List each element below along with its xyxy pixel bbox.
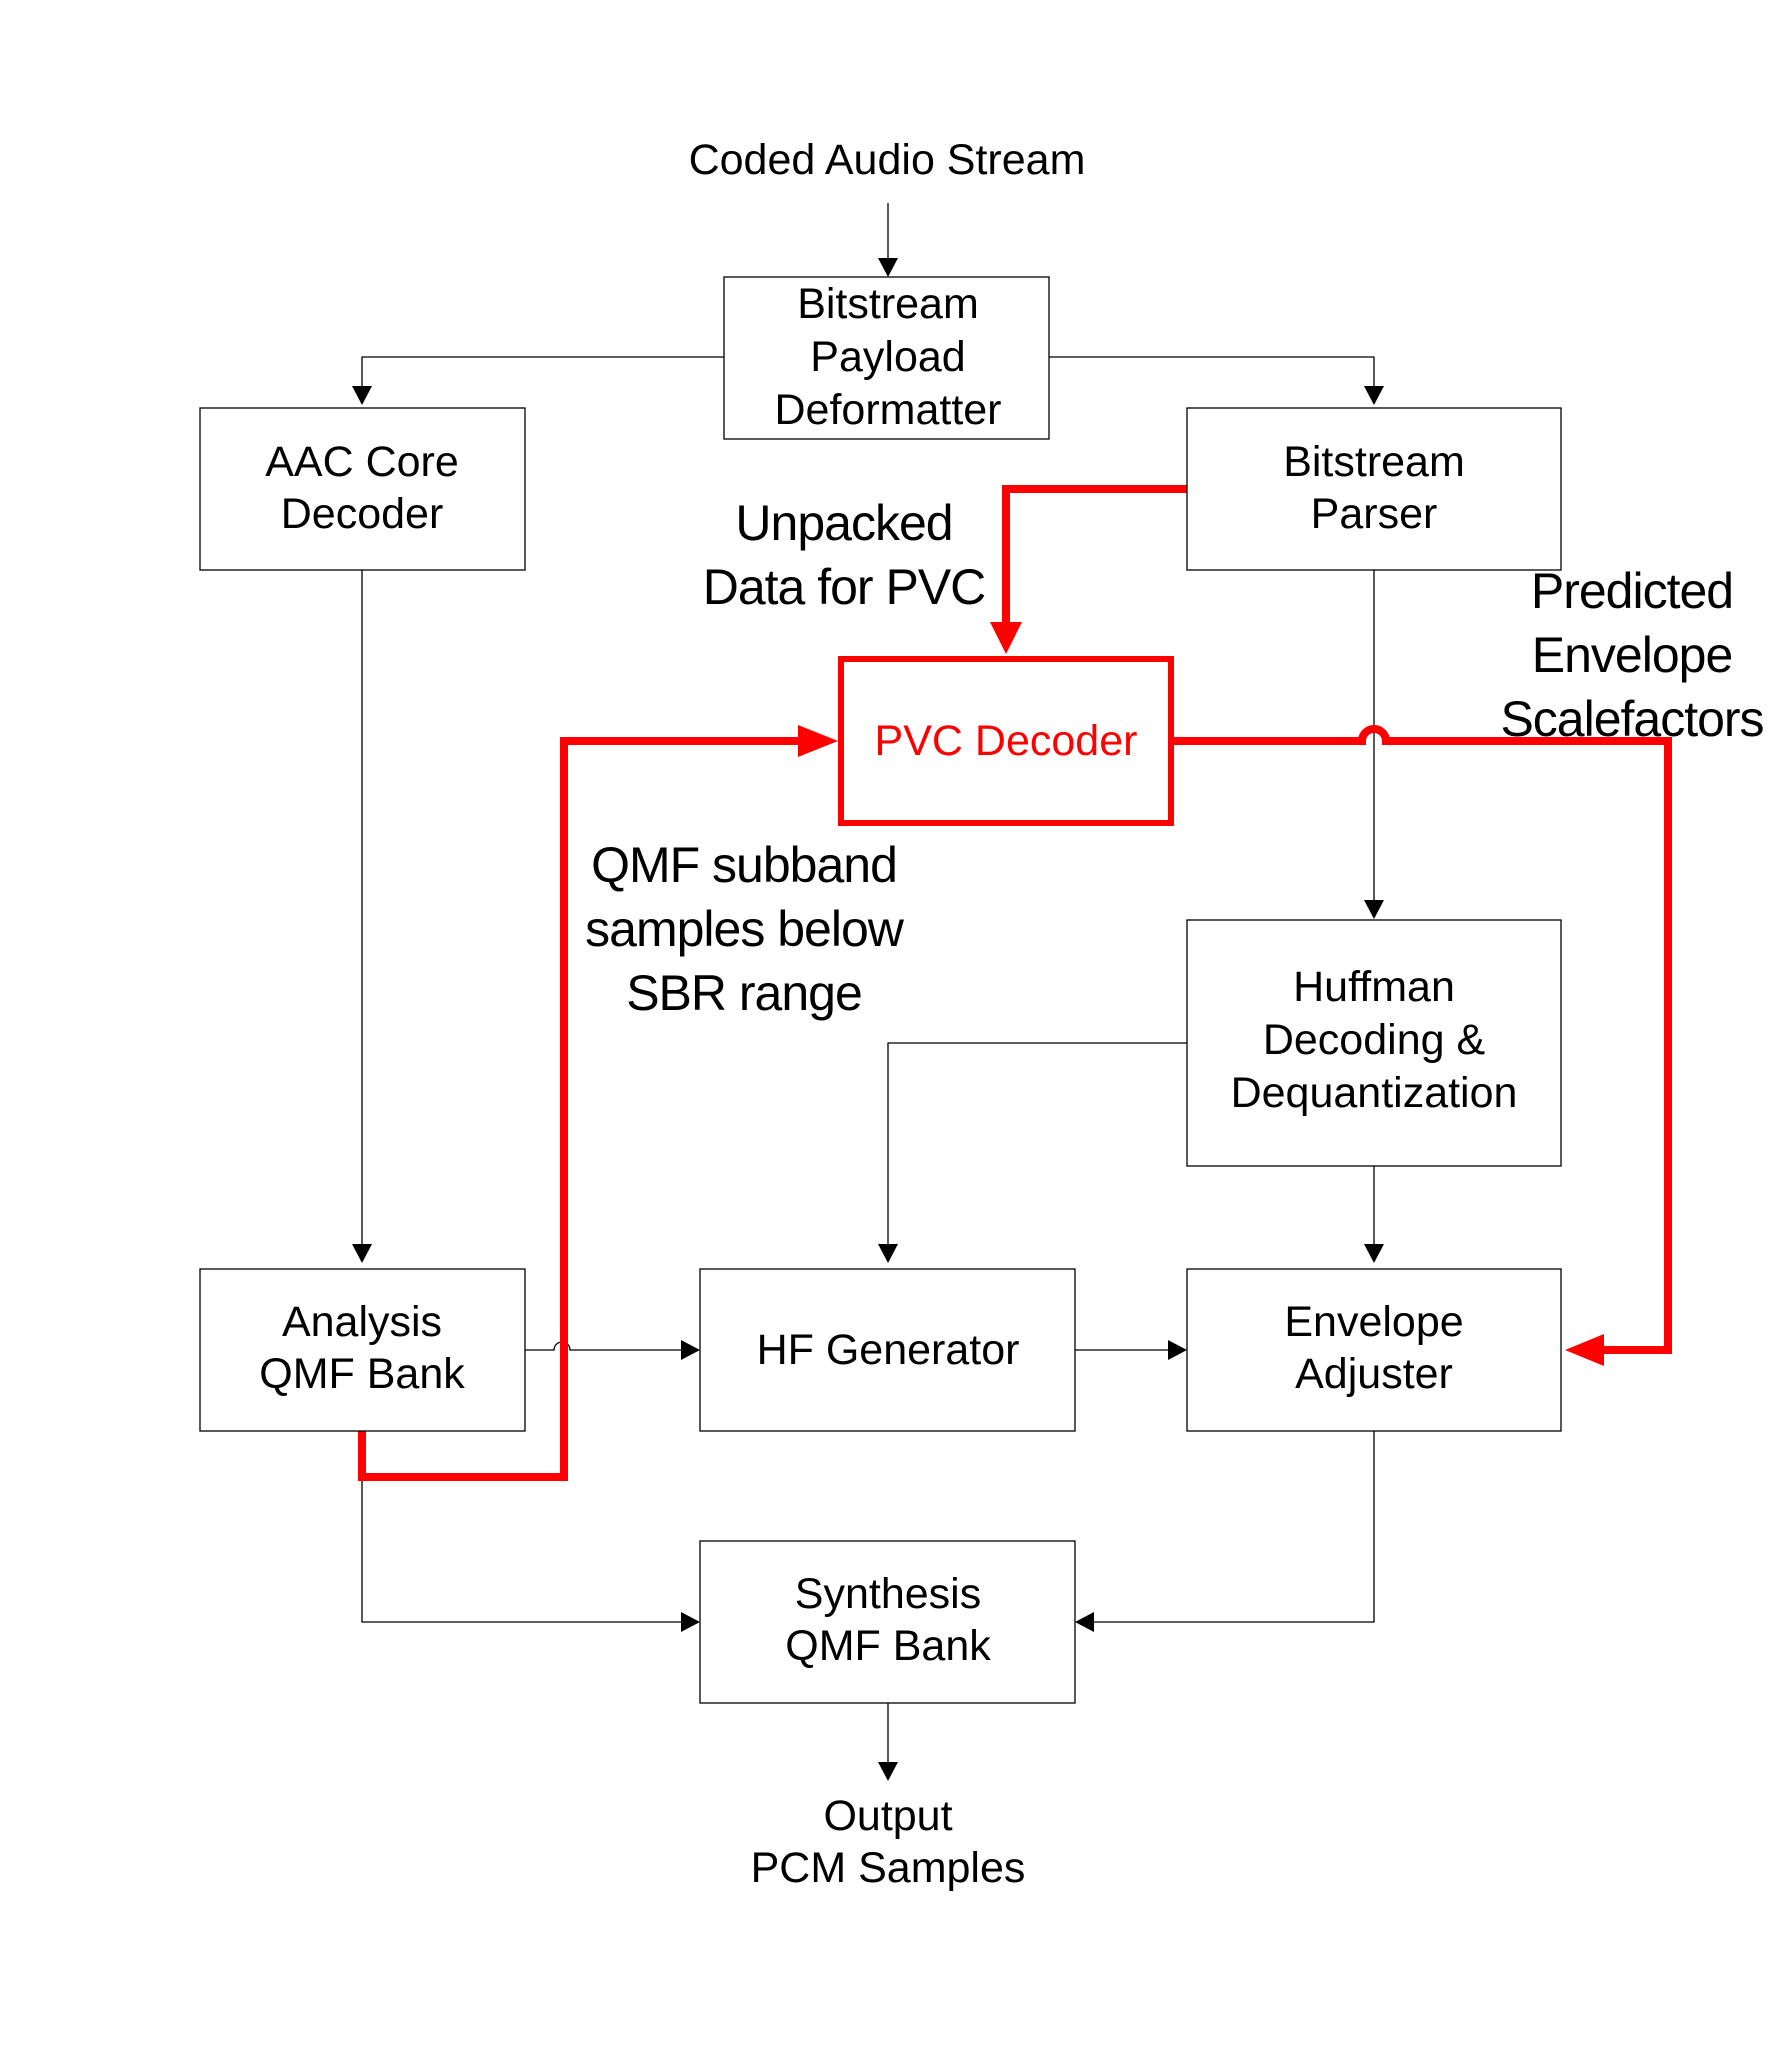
envelope-adjuster-label-line-1: Envelope: [1284, 1298, 1463, 1346]
connector-huffman-to-hf-generator: [878, 1042, 1187, 1263]
synthesis-label-line-1: Synthesis: [795, 1570, 981, 1618]
connector-synthesis-to-output: [878, 1703, 898, 1781]
predicted-envelope-label-line-3: Scalefactors: [1500, 691, 1763, 747]
synthesis-label-line-2: QMF Bank: [785, 1622, 991, 1670]
huffman-label-line-1: Huffman: [1293, 963, 1455, 1011]
connector-parser-to-huffman: [1364, 570, 1384, 919]
aac-core-label-line-2: Decoder: [281, 490, 444, 538]
analysis-qmf-bank-block: Analysis QMF Bank: [199, 1268, 526, 1432]
pvc-decoder-block: PVC Decoder: [838, 656, 1174, 826]
parser-label-line-1: Bitstream: [1283, 438, 1465, 486]
qmf-subband-label-line-3: SBR range: [626, 965, 862, 1021]
envelope-adjuster-label-line-2: Adjuster: [1295, 1350, 1453, 1398]
connector-deformatter-to-aac-core: [352, 356, 724, 405]
connector-analysis-to-synthesis: [361, 1431, 700, 1632]
huffman-label-line-3: Dequantization: [1231, 1069, 1518, 1117]
hf-generator-label: HF Generator: [757, 1326, 1020, 1374]
bitstream-parser-block: Bitstream Parser: [1186, 407, 1562, 571]
input-label: Coded Audio Stream: [689, 136, 1086, 184]
connector-huffman-to-envelope-adjuster: [1364, 1166, 1384, 1263]
connector-deformatter-to-parser: [1049, 356, 1384, 405]
aac-core-label-line-1: AAC Core: [265, 438, 459, 486]
huffman-label-line-2: Decoding &: [1263, 1016, 1486, 1064]
output-label-line-2: PCM Samples: [751, 1844, 1026, 1892]
predicted-envelope-label-line-2: Envelope: [1532, 627, 1733, 683]
red-path-parser-to-pvc-decoder: [990, 485, 1187, 654]
connector-envelope-adjuster-to-synthesis: [1075, 1431, 1375, 1632]
analysis-label-line-2: QMF Bank: [259, 1350, 465, 1398]
analysis-label-line-1: Analysis: [282, 1298, 442, 1346]
connector-analysis-to-hf-generator: [525, 1340, 700, 1360]
red-path-analysis-to-pvc-decoder: [358, 725, 838, 1481]
qmf-subband-label-line-2: samples below: [585, 901, 905, 957]
connector-aac-core-to-analysis: [352, 570, 372, 1263]
connector-hf-generator-to-envelope-adjuster: [1075, 1340, 1187, 1360]
unpacked-data-label-line-1: Unpacked: [735, 495, 952, 551]
unpacked-data-label-line-2: Data for PVC: [703, 559, 986, 615]
aac-core-decoder-block: AAC Core Decoder: [199, 407, 526, 571]
hf-generator-block: HF Generator: [699, 1268, 1076, 1432]
pvc-decoder-label: PVC Decoder: [875, 717, 1138, 765]
deformatter-label-line-1: Bitstream: [797, 280, 979, 328]
connector-input-to-deformatter: [878, 203, 898, 277]
envelope-adjuster-block: Envelope Adjuster: [1186, 1268, 1562, 1432]
output-label-line-1: Output: [823, 1792, 952, 1840]
synthesis-qmf-bank-block: Synthesis QMF Bank: [699, 1540, 1076, 1704]
red-path-pvc-decoder-to-envelope-adjuster: [1171, 725, 1672, 1366]
deformatter-label-line-2: Payload: [810, 333, 965, 381]
predicted-envelope-label-line-1: Predicted: [1531, 563, 1733, 619]
qmf-subband-label-line-1: QMF subband: [591, 837, 897, 893]
huffman-decoding-block: Huffman Decoding & Dequantization: [1186, 919, 1562, 1167]
bitstream-payload-deformatter-block: Bitstream Payload Deformatter: [723, 276, 1050, 440]
parser-label-line-2: Parser: [1311, 490, 1438, 538]
deformatter-label-line-3: Deformatter: [774, 386, 1001, 434]
